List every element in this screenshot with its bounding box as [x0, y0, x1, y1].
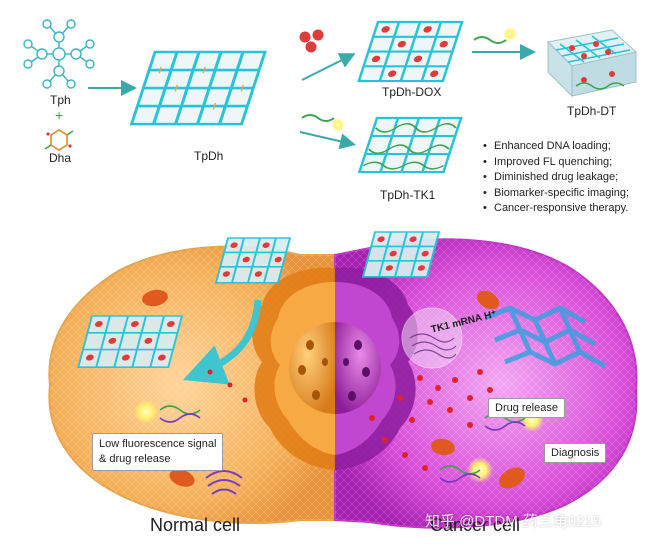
arrow-to-tpdh-tk1	[299, 131, 356, 150]
property-item: Enhanced DNA loading;	[482, 139, 629, 155]
diagnosis-callout: Diagnosis	[544, 443, 607, 463]
normal-cell-label: Normal cell	[150, 515, 241, 535]
tph-label: Tph	[50, 93, 71, 107]
tpdh-dt-label: TpDh-DT	[567, 104, 617, 118]
low-fluorescence-callout: Low fluorescence signal & drug release	[92, 433, 224, 471]
properties-list: Enhanced DNA loading; Improved FL quench…	[482, 139, 629, 217]
cancer-cell-framework-top	[361, 231, 441, 278]
normal-cell-framework-inside	[77, 315, 184, 369]
dha-molecule-icon	[44, 129, 74, 151]
property-item: Improved FL quenching;	[482, 155, 629, 171]
tpdh-framework-icon	[129, 50, 267, 126]
endosome-bubble	[401, 307, 463, 369]
property-item: Biomarker-specific imaging;	[482, 186, 629, 202]
tpdh-dox-framework-icon	[357, 20, 464, 83]
dox-molecules-icon	[299, 29, 324, 53]
drug-release-callout: Drug release	[488, 398, 565, 418]
dha-label: Dha	[49, 151, 72, 165]
tk1-probe-icon	[301, 114, 345, 132]
endosome-strands	[409, 333, 457, 359]
uptake-arrow-normal	[182, 299, 262, 385]
watermark: 知乎 @DTDM-药三角0215	[425, 513, 602, 530]
arrow-to-tpdh-dox	[301, 53, 356, 81]
released-framework	[484, 305, 607, 369]
property-item: Cancer-responsive therapy.	[482, 201, 629, 217]
drug-dots	[207, 369, 493, 471]
tpdh-tk1-framework-icon	[357, 116, 463, 174]
tpdh-dox-label: TpDh-DOX	[382, 85, 442, 99]
dna-helix-normal	[134, 400, 201, 424]
tpdh-dt-cube-icon	[546, 29, 638, 98]
property-item: Diminished drug leakage;	[482, 170, 629, 186]
callout-line: Low fluorescence signal	[99, 438, 217, 450]
tpdh-tk1-label: TpDh-TK1	[380, 188, 436, 202]
cancer-cell-label: Cancer cell	[430, 515, 521, 535]
normal-cell-framework-top	[214, 237, 292, 284]
normal-nucleus	[289, 322, 335, 414]
golgi-normal	[205, 470, 243, 495]
cancer-nucleus	[335, 322, 381, 414]
callout-line: & drug release	[99, 453, 171, 465]
tpdh-label: TpDh	[194, 149, 224, 163]
nuclear-pores	[298, 340, 370, 401]
tk1-probe-icon-2	[473, 27, 517, 44]
plus-sign: +	[55, 107, 64, 123]
mitochondria	[142, 289, 525, 489]
tph-molecule-icon	[23, 19, 95, 89]
